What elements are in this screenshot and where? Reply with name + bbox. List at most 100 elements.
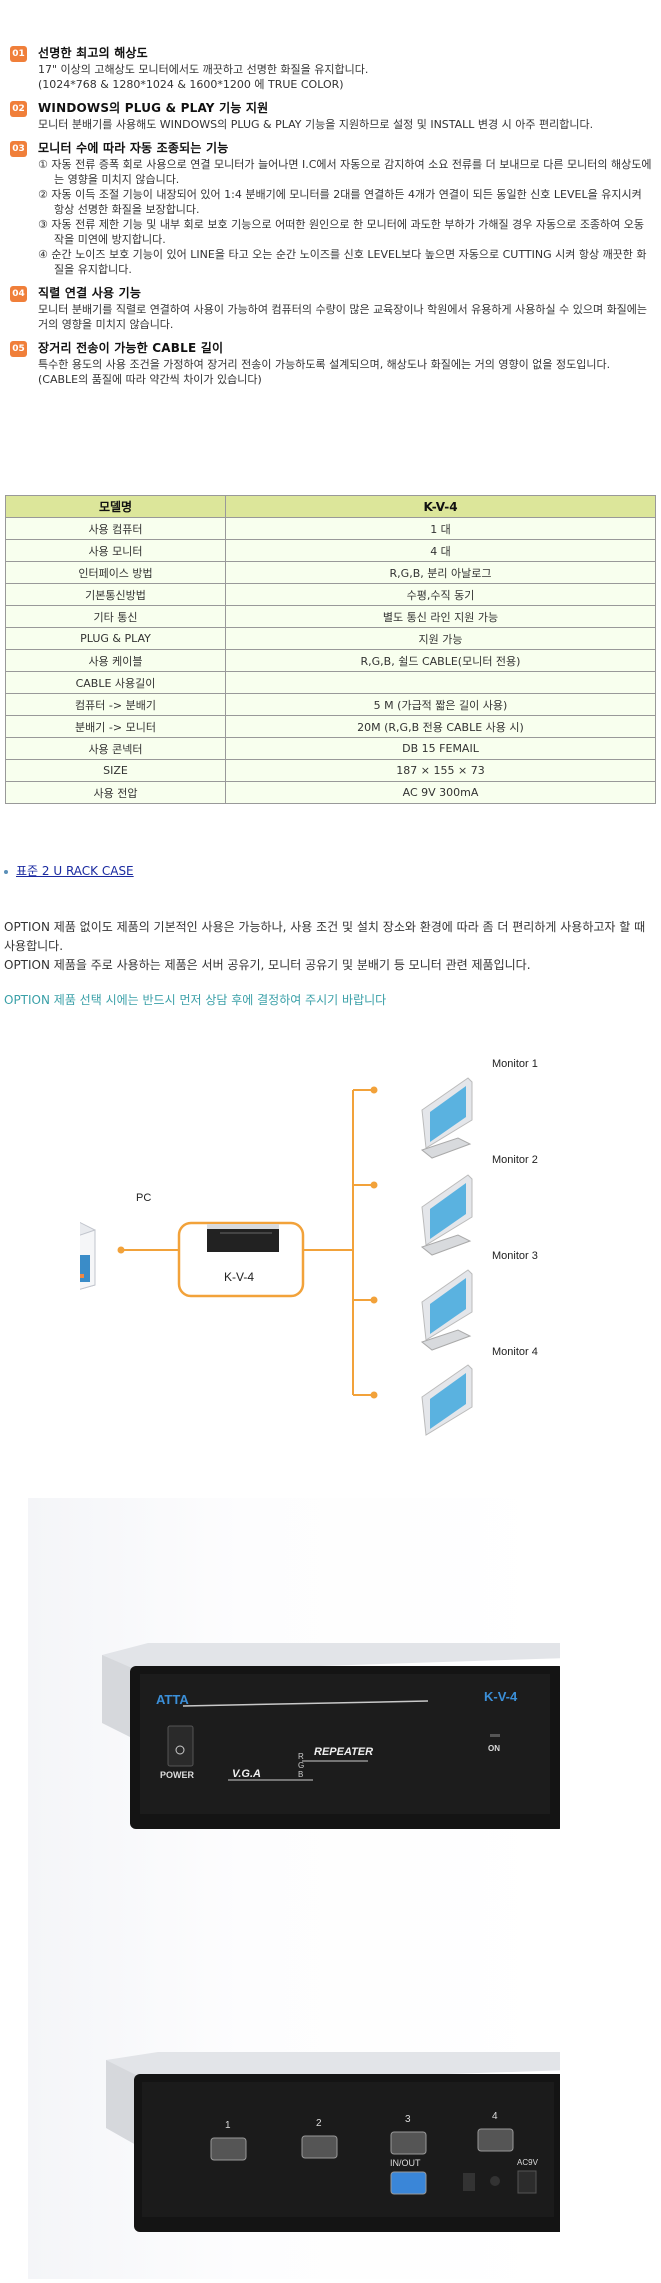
pc-icon [80, 1221, 96, 1290]
feature-body: 모니터 분배기를 사용해도 WINDOWS의 PLUG & PLAY 기능을 지… [38, 117, 661, 132]
option-note: OPTION 제품 선택 시에는 반드시 먼저 상담 후에 결정하여 주시기 바… [4, 993, 387, 1007]
port-label-1: 1 [225, 2120, 231, 2131]
option-link-item: 표준 2 U RACK CASE [4, 862, 134, 879]
feature-body: 모니터 분배기를 직렬로 연결하여 사용이 가능하여 컴퓨터의 수량이 많은 교… [38, 302, 661, 332]
front-product-photo: ATTA K-V-4 POWER ON REPEATER V.G.A R G B [28, 1498, 568, 1900]
option-paragraph-2: OPTION 제품을 주로 사용하는 제품은 서버 공유기, 모니터 공유기 및… [4, 958, 531, 972]
rgb-g: G [298, 1761, 305, 1770]
monitor-icon-4 [421, 1364, 473, 1436]
feature-subitem: ② 자동 이득 조절 기능이 내장되어 있어 1:4 분배기에 모니터를 2대를… [38, 188, 642, 216]
spec-label: 기본통신방법 [5, 583, 226, 606]
spec-label: 기타 통신 [5, 605, 226, 628]
feature-subitem: ④ 순간 노이즈 보호 기능이 있어 LINE을 타고 오는 순간 노이즈를 신… [38, 248, 647, 276]
feature-title: 모니터 수에 따라 자동 조종되는 기능 [38, 141, 229, 155]
spec-label: 사용 모니터 [5, 539, 226, 562]
on-label: ON [488, 1744, 500, 1753]
spec-value: AC 9V 300mA [225, 781, 656, 804]
spec-label: 사용 콘넥터 [5, 737, 226, 760]
monitor-icon-2 [420, 1174, 473, 1256]
feature-item-05: 05 장거리 전송이 가능한 CABLE 길이 특수한 용도의 사용 조건을 가… [0, 339, 661, 387]
spec-value: DB 15 FEMAIL [225, 737, 656, 760]
feature-item-01: 01 선명한 최고의 해상도 17" 이상의 고해상도 모니터에서도 깨끗하고 … [0, 44, 661, 92]
spec-label: 사용 케이블 [5, 649, 226, 672]
feature-title: WINDOWS의 PLUG & PLAY 기능 지원 [38, 101, 269, 115]
monitor-3-dot [370, 1296, 378, 1304]
feature-title: 직렬 연결 사용 기능 [38, 286, 142, 300]
repeater-label: REPEATER [314, 1746, 374, 1758]
pc-node-dot [117, 1246, 125, 1254]
feature-item-02: 02 WINDOWS의 PLUG & PLAY 기능 지원 모니터 분배기를 사… [0, 99, 661, 132]
number-badge: 03 [10, 141, 27, 157]
rack-case-link[interactable]: 표준 2 U RACK CASE [16, 864, 134, 878]
feature-body: 17" 이상의 고해상도 모니터에서도 깨끗하고 선명한 화질을 유지합니다. … [38, 62, 661, 92]
device-thumbnail [207, 1224, 279, 1252]
monitor-icon-3 [420, 1269, 473, 1351]
device-label: K-V-4 [224, 1270, 255, 1284]
spec-value: 5 M (가급적 짧은 길이 사용) [225, 693, 656, 716]
monitor-1-dot [370, 1086, 378, 1094]
spec-label: SIZE [5, 759, 226, 782]
rgb-b: B [298, 1770, 304, 1779]
spec-value: R,G,B, 쉴드 CABLE(모니터 전용) [225, 649, 656, 672]
spec-value: 수평,수직 동기 [225, 583, 656, 606]
rgb-labels: R G B [298, 1752, 304, 1779]
device-frame [177, 1221, 305, 1298]
feature-body: 특수한 용도의 사용 조건을 가정하여 장거리 전송이 가능하도록 설계되으며,… [38, 357, 661, 387]
feature-item-03: 03 모니터 수에 따라 자동 조종되는 기능 ① 자동 전류 증폭 회로 사용… [0, 139, 661, 277]
monitor-label-2: Monitor 2 [492, 1154, 538, 1166]
spec-label: 분배기 -> 모니터 [5, 715, 226, 738]
spec-label: 사용 전압 [5, 781, 226, 804]
monitor-label-3: Monitor 3 [492, 1250, 538, 1262]
feature-item-04: 04 직렬 연결 사용 기능 모니터 분배기를 직렬로 연결하여 사용이 가능하… [0, 284, 661, 332]
feature-subitem: ③ 자동 전류 제한 기능 및 내부 회로 보호 기능으로 어떠한 원인으로 한… [38, 218, 645, 246]
header-model-label: 모델명 [5, 495, 226, 518]
pc-label: PC [136, 1192, 152, 1204]
power-label: POWER [160, 1770, 195, 1780]
monitor-icon-1 [420, 1077, 473, 1159]
spec-value: 별도 통신 라인 지원 가능 [225, 605, 656, 628]
feature-title: 장거리 전송이 가능한 CABLE 길이 [38, 341, 224, 355]
ac9v-label: AC9V [517, 2158, 538, 2167]
spec-value [225, 671, 656, 694]
number-badge: 05 [10, 341, 27, 357]
spec-label: CABLE 사용길이 [5, 671, 226, 694]
inout-label: IN/OUT [390, 2158, 421, 2168]
feature-body: ① 자동 전류 증폭 회로 사용으로 연결 모니터가 늘어나면 I.C에서 자동… [38, 157, 661, 277]
spec-header-row: 모델명 K-V-4 [5, 495, 656, 518]
feature-line: 특수한 용도의 사용 조건을 가정하여 장거리 전송이 가능하도록 설계되으며,… [38, 358, 611, 386]
feature-line: 모니터 분배기를 직렬로 연결하여 사용이 가능하여 컴퓨터의 수량이 많은 교… [38, 303, 648, 331]
monitor-2-dot [370, 1181, 378, 1189]
spec-label: PLUG & PLAY [5, 627, 226, 650]
number-badge: 01 [10, 46, 27, 62]
monitor-4-dot [370, 1391, 378, 1399]
feature-line: (1024*768 & 1280*1024 & 1600*1200 에 TRUE… [38, 78, 344, 91]
monitor-label-4: Monitor 4 [492, 1346, 538, 1358]
feature-subitem: ① 자동 전류 증폭 회로 사용으로 연결 모니터가 늘어나면 I.C에서 자동… [38, 158, 652, 186]
port-label-3: 3 [405, 2114, 411, 2125]
bullet-icon [4, 869, 8, 874]
rgb-r: R [298, 1752, 304, 1761]
spec-value: 187 × 155 × 73 [225, 759, 656, 782]
spec-label: 인터페이스 방법 [5, 561, 226, 584]
feature-line: 17" 이상의 고해상도 모니터에서도 깨끗하고 선명한 화질을 유지합니다. [38, 63, 369, 76]
spec-value: 1 대 [225, 517, 656, 540]
connection-diagram: PC K-V-4 Monitor 1 Monitor 2 Monitor 3 M… [80, 1058, 580, 1440]
monitor-label-1: Monitor 1 [492, 1058, 538, 1070]
diagram-graphic [80, 1077, 473, 1436]
rear-product-photo: 1 2 3 4 IN/OUT AC9V [28, 1900, 573, 2279]
model-label: K-V-4 [484, 1689, 518, 1704]
